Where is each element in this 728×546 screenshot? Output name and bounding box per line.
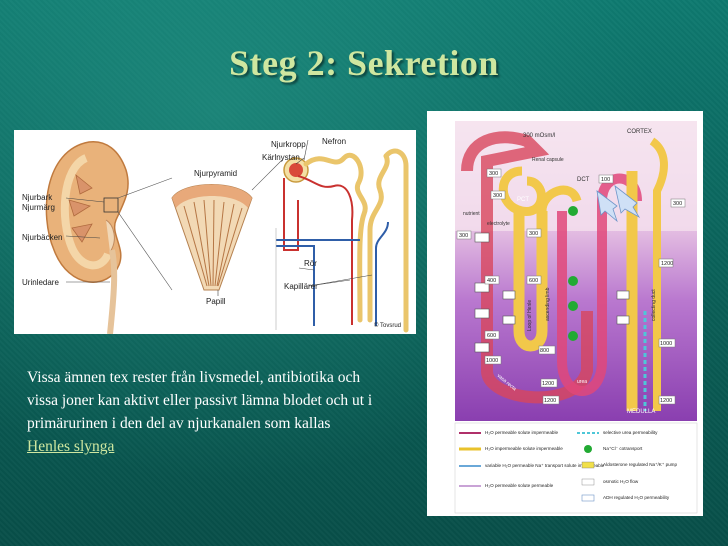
legend-item-5: selective urea permeability <box>603 430 658 435</box>
loop-of-henle-drawing: 300 300 300 100 300 400 600 600 800 1000… <box>454 121 698 514</box>
h2o-arrows <box>474 232 630 353</box>
value-13: 1200 <box>660 398 672 404</box>
kidney-anatomy-drawing: Njurkropp Nefron Kärlnystan Njurpyramid … <box>22 137 409 334</box>
value-4: 100 <box>601 177 610 183</box>
label-electrolyte: electrolyte <box>487 221 510 227</box>
label-njurbacken: Njurbäcken <box>22 233 62 242</box>
nephron-tubules <box>303 148 409 333</box>
legend-box <box>454 422 698 514</box>
kidney-anatomy-image: Njurkropp Nefron Kärlnystan Njurpyramid … <box>14 130 416 334</box>
value-7: 600 <box>529 278 538 284</box>
label-dct: DCT <box>577 177 590 183</box>
loop-of-henle-diagram: 300 300 300 100 300 400 600 600 800 1000… <box>427 111 703 516</box>
pyramid-stripes <box>183 199 243 287</box>
label-urinledare: Urinledare <box>22 278 59 287</box>
body-paragraph: Vissa ämnen tex rester från livsmedel, a… <box>27 369 373 432</box>
slide-body-text: Vissa ämnen tex rester från livsmedel, a… <box>27 366 377 458</box>
label-medulla: MEDULLA <box>627 409 655 415</box>
legend-item-9: ADH regulated H₂O permeability <box>603 495 670 500</box>
ureter <box>107 249 118 334</box>
label-karlnystan: Kärlnystan <box>262 153 300 162</box>
henles-slynga-link[interactable]: Henles slynga <box>27 438 115 455</box>
value-1: 300 <box>489 171 498 177</box>
label-collecting-duct: collecting duct <box>651 289 657 321</box>
legend-item-2: H₂O impermeable solute impermeable <box>485 446 563 451</box>
value-5: 300 <box>459 233 468 239</box>
kidney-cortex <box>60 154 112 270</box>
blood-vessels-blue <box>276 221 389 326</box>
value-15: 1200 <box>661 261 673 267</box>
label-papill: Papill <box>206 297 226 306</box>
value-9: 800 <box>540 348 549 354</box>
label-urea: urea <box>577 379 587 385</box>
value-11: 1200 <box>542 381 554 387</box>
value-3: 300 <box>529 231 538 237</box>
image-credit: © Tovsrud <box>374 322 401 329</box>
legend-item-7: Aldosterone regulated Na⁺/K⁺ pump <box>603 462 677 467</box>
value-6: 400 <box>487 278 496 284</box>
label-nutrient: nutrient <box>463 211 480 217</box>
label-njurpyramid: Njurpyramid <box>194 169 237 178</box>
legend-item-4: H₂O permeable solute permeable <box>485 483 554 488</box>
label-ror: Rör <box>304 259 317 268</box>
slide-title: Steg 2: Sekretion <box>229 43 499 83</box>
legend-item-8: osmotic H₂O flow <box>603 479 639 484</box>
label-renal-capsule: Renal capsule <box>532 157 564 163</box>
label-kapillarer: Kapillärer <box>284 282 318 291</box>
proximal-tubule <box>498 166 546 216</box>
value-14: 1000 <box>660 341 672 347</box>
label-njurmarg: Njurmärg <box>22 203 55 212</box>
vasa-recta <box>461 131 593 404</box>
blue-arrows <box>596 185 641 223</box>
value-12: 1200 <box>544 398 556 404</box>
blood-vessels-red <box>283 175 354 325</box>
label-pct: PCT <box>517 197 529 203</box>
renal-pelvis <box>105 219 115 253</box>
label-loop-ascending: ascending limb <box>545 287 551 321</box>
zoom-box <box>103 197 119 213</box>
kidney-pyramids <box>68 173 93 243</box>
loop-of-henle <box>513 211 548 352</box>
label-njurbark: Njurbark <box>22 193 53 202</box>
legend-item-3: variable H₂O permeable Na⁺ transport sol… <box>485 463 605 468</box>
legend-item-6: Na⁺Cl⁻ cotransport <box>603 446 643 451</box>
transporters <box>568 206 578 341</box>
value-10: 1000 <box>486 358 498 364</box>
label-njurkropp: Njurkropp <box>271 140 306 149</box>
label-osm-300: 300 mOsm/l <box>523 133 555 139</box>
label-cortex: CORTEX <box>627 129 652 135</box>
legend: H₂O permeable solute impermeable H₂O imp… <box>459 430 677 502</box>
label-loop-descending: Loop of Henle <box>527 300 533 331</box>
label-nefron: Nefron <box>322 137 346 146</box>
value-16: 300 <box>673 201 682 207</box>
legend-item-1: H₂O permeable solute impermeable <box>485 430 558 435</box>
value-2: 300 <box>493 193 502 199</box>
value-8: 600 <box>487 333 496 339</box>
